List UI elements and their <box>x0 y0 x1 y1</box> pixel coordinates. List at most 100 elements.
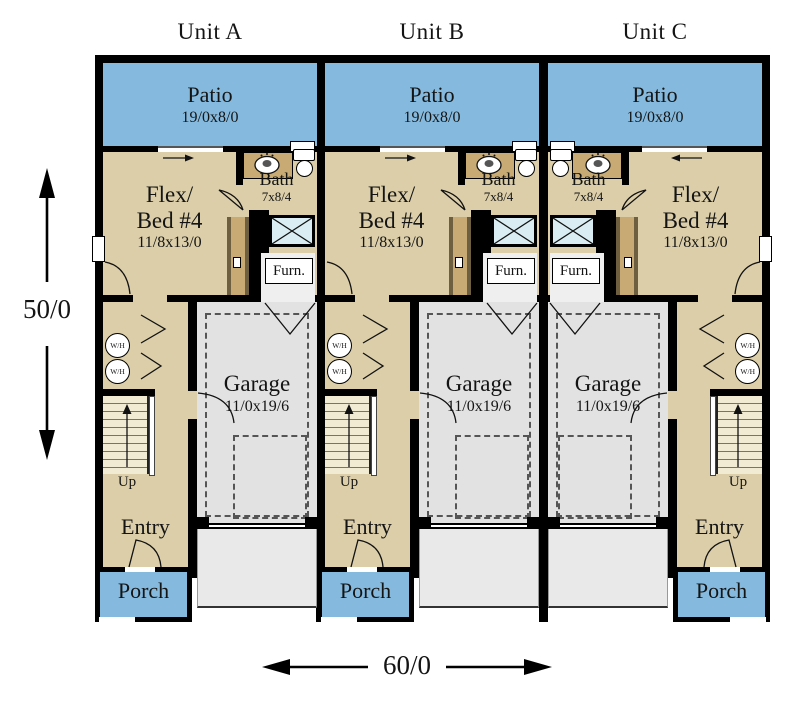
dimension-arrow-icon <box>39 168 55 198</box>
faucet-dot <box>493 154 496 157</box>
driveway-area <box>197 529 317 608</box>
depth-dimension-label: 50/0 <box>22 294 71 324</box>
wall <box>410 419 419 578</box>
wall <box>103 295 133 302</box>
garage-door <box>209 523 305 529</box>
dimension-arrow-icon <box>262 659 290 675</box>
patio-label: Patio <box>187 82 233 107</box>
wall <box>249 210 269 253</box>
wall <box>249 253 261 302</box>
unit-title: Unit C <box>622 19 688 44</box>
bifold-door <box>700 315 724 379</box>
door-swing-arc <box>420 393 456 423</box>
stairs-up-label: Up <box>117 474 137 490</box>
stairs-up-arrow-icon <box>122 404 132 414</box>
faucet-dot <box>597 153 599 155</box>
door-swing-arc <box>105 262 130 294</box>
bifold-door <box>141 315 165 379</box>
furnace-label-box: Furn. <box>265 258 313 284</box>
door-swing-arc <box>441 190 465 210</box>
unit-unit-b: Unit B <box>317 19 539 622</box>
door-swing-arc <box>219 190 243 210</box>
sliding-door <box>380 146 445 152</box>
garage-dashed-outline <box>427 313 531 517</box>
faucet-dot <box>271 154 274 157</box>
bath-dimensions: 7x8/4 <box>261 189 292 204</box>
width-dimension-label: 60/0 <box>382 650 431 680</box>
stairs-up-label: Up <box>339 474 359 490</box>
garage-dashed-outline <box>205 313 309 517</box>
flex-room-dimensions: 11/8x13/0 <box>359 234 424 251</box>
wall <box>325 295 355 302</box>
patio-dimensions: 19/0x8/0 <box>403 109 461 126</box>
porch-label: Porch <box>339 578 392 603</box>
wall <box>762 55 770 622</box>
sink-drain <box>593 160 603 167</box>
shower-x-mark <box>272 218 312 244</box>
flex-room-label: Bed #4 <box>136 208 203 233</box>
wall <box>95 55 103 622</box>
unit-floorplan: W/H W/H <box>95 57 317 622</box>
garage-label: Garage <box>223 371 291 396</box>
unit-title: Unit A <box>177 19 243 44</box>
garage-area <box>197 302 317 529</box>
bath-dimensions: 7x8/4 <box>483 189 514 204</box>
furnace-label-box: Furn. <box>487 258 535 284</box>
flex-room-dimensions: 11/8x13/0 <box>137 234 202 251</box>
door-swing-arc <box>622 190 646 210</box>
wall <box>188 302 197 391</box>
furnace-closet-doors <box>265 303 315 334</box>
wall <box>167 295 261 302</box>
door-swing-arc <box>735 262 760 294</box>
door-swing-arc <box>198 393 234 423</box>
flex-room-label: Flex/ <box>367 182 416 207</box>
furnace-label: Furn. <box>272 262 306 279</box>
toilet-bowl <box>296 160 313 177</box>
porch-label: Porch <box>117 578 170 603</box>
water-heater-symbol: W/H <box>105 359 130 384</box>
bifold-door <box>363 315 387 379</box>
unit-floorplan: W/H W/H <box>548 57 770 622</box>
faucet-dot <box>488 153 490 155</box>
faucet-dot <box>602 154 605 157</box>
driveway-area <box>419 529 539 608</box>
toilet-bowl <box>518 160 535 177</box>
sink-drain <box>262 160 272 167</box>
wall <box>236 152 243 185</box>
stair-stringer <box>371 396 377 476</box>
entry-door-swing-arc <box>351 540 383 567</box>
garage-door <box>431 523 527 529</box>
garage-area <box>419 302 539 529</box>
front-door-opening <box>125 567 155 572</box>
water-heater-symbol: W/H <box>105 333 130 358</box>
door-hardware <box>455 257 463 268</box>
wall <box>471 253 483 302</box>
door-swing-arc <box>327 262 352 294</box>
dimension-arrow-icon <box>39 430 55 460</box>
water-heater-label: W/H <box>110 367 125 376</box>
slider-direction-arrow-icon <box>185 154 194 162</box>
sink-drain <box>484 160 494 167</box>
entry-door-swing-arc <box>129 540 161 567</box>
water-heater-symbol: W/H <box>327 333 352 358</box>
garage-dimensions: 11/0x19/6 <box>446 398 512 415</box>
door-opening <box>188 391 197 419</box>
plan-linework <box>103 153 317 622</box>
wall <box>458 152 465 185</box>
patio-label: Patio <box>409 82 455 107</box>
wall <box>389 295 483 302</box>
porch-step <box>321 617 357 622</box>
garage-label: Garage <box>445 371 513 396</box>
water-heater-label: W/H <box>332 341 347 350</box>
wall <box>315 295 317 302</box>
patio-dimensions: 19/0x8/0 <box>181 109 239 126</box>
faucet-dot <box>482 154 485 157</box>
plan-linework <box>548 153 762 622</box>
entry-label: Entry <box>343 514 392 539</box>
shower-x-mark <box>494 218 534 244</box>
faucet-dot <box>266 153 268 155</box>
plan-linework <box>325 153 539 622</box>
wall <box>188 419 197 578</box>
window <box>759 236 772 262</box>
